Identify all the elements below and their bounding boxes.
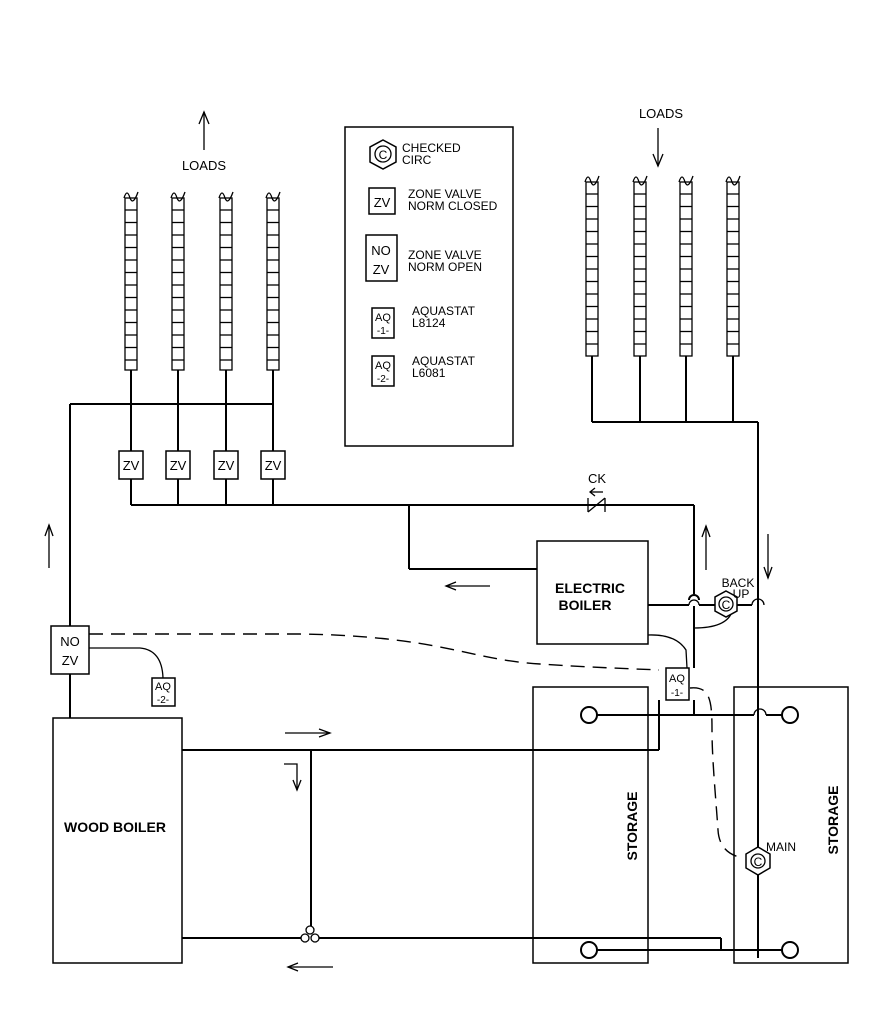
svg-text:NORM CLOSED: NORM CLOSED [408,199,498,213]
right-radiator-3 [678,175,694,422]
tank-ports [580,706,799,959]
electric-boiler: ELECTRIC BOILER [536,540,649,645]
svg-text:-1-: -1- [377,326,389,337]
svg-text:-2-: -2- [377,374,389,385]
svg-text:-1-: -1- [671,688,683,699]
right-radiator-2 [632,175,648,422]
piping [69,403,790,958]
zone-valve-2: ZV [165,404,191,505]
no-zone-valve: NO ZV [50,625,90,675]
backup-label-2: UP [733,587,750,601]
legend-aq1: AQUASTAT [412,304,476,318]
svg-text:AQ: AQ [375,360,391,372]
svg-text:-2-: -2- [157,695,169,706]
zone-valve-4: ZV [260,404,286,505]
svg-text:ELECTRIC: ELECTRIC [555,580,625,596]
svg-text:NORM OPEN: NORM OPEN [408,260,482,274]
svg-text:CIRC: CIRC [402,153,432,167]
check-valve [587,487,606,513]
ck-label: CK [588,471,606,486]
right-radiator-1 [584,175,600,422]
left-radiator-2 [170,191,186,404]
zone-valve-1: ZV [118,404,144,505]
backup-circulator: C [714,590,738,618]
control-wire-main [89,633,660,671]
zone-valve-label: ZV [123,458,140,473]
legend-nozv: ZONE VALVE [408,248,482,262]
svg-text:NO: NO [60,634,80,649]
svg-text:C: C [722,598,731,612]
svg-text:AQ: AQ [155,681,171,693]
main-circulator: C [745,846,771,876]
backup-label-1: BACK [722,576,755,590]
right-radiator-group [584,175,741,422]
storage-tank-1: STORAGE [532,686,649,964]
svg-text:NO: NO [371,243,391,258]
aquastat-2: AQ -2- [151,677,176,707]
svg-text:STORAGE: STORAGE [624,792,640,861]
left-radiator-3 [218,191,234,404]
control-wire-aq1-main [689,687,745,859]
zone-valve-label: ZV [265,458,282,473]
left-loads-arrow [198,110,210,150]
zone-valve-label: ZV [218,458,235,473]
left-radiator-4 [265,191,281,404]
svg-text:AQ: AQ [375,312,391,324]
left-loads-label: LOADS [182,158,226,173]
legend: C CHECKED CIRC ZV ZONE VALVE NORM CLOSED… [344,126,514,447]
svg-text:BOILER: BOILER [559,597,612,613]
svg-text:WOOD BOILER: WOOD BOILER [64,819,166,835]
zone-valve-3: ZV [213,404,239,505]
right-loads-arrow [652,128,664,168]
right-radiator-4 [725,175,741,422]
wood-boiler: WOOD BOILER [52,717,183,964]
svg-text:AQ: AQ [669,673,685,685]
legend-aq2: AQUASTAT [412,354,476,368]
svg-text:C: C [379,148,388,162]
aquastat-1: AQ -1- [665,667,690,701]
svg-text:L6081: L6081 [412,366,446,380]
svg-text:ZV: ZV [62,653,79,668]
legend-checked: CHECKED [402,141,461,155]
left-radiator-1 [123,191,139,404]
svg-text:ZV: ZV [373,262,390,277]
zone-valve-label: ZV [170,458,187,473]
tee-fitting [300,925,320,943]
main-label: MAIN [766,840,796,854]
left-radiator-group [123,191,281,404]
zone-valve-group: ZV ZV ZV ZV [118,404,286,505]
svg-text:C: C [754,855,763,869]
legend-zv: ZONE VALVE [408,187,482,201]
right-loads-label: LOADS [639,106,683,121]
storage-tank-2: STORAGE [733,686,849,964]
svg-text:ZV: ZV [374,195,391,210]
svg-text:STORAGE: STORAGE [825,786,841,855]
svg-text:L8124: L8124 [412,316,446,330]
flow-arrows [44,523,773,972]
